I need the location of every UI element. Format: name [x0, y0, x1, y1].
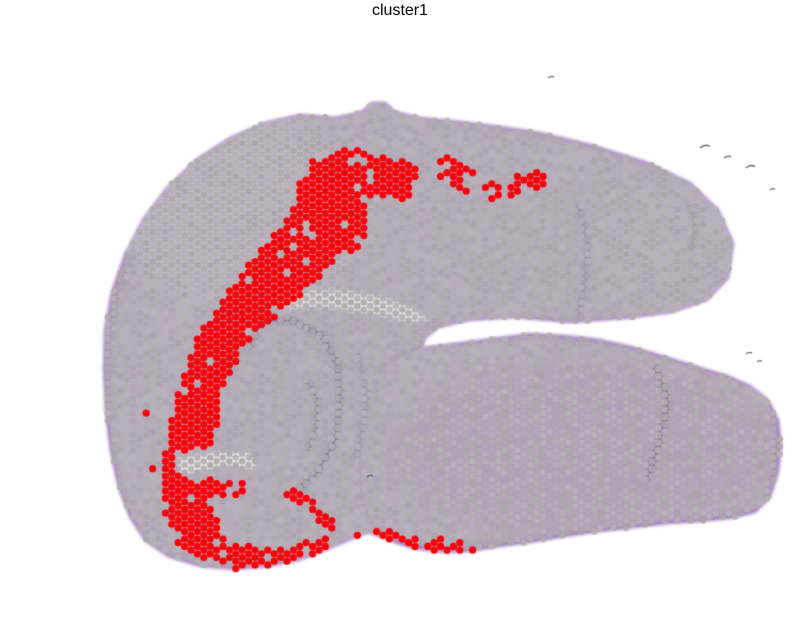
- plot-title: cluster1: [371, 2, 429, 19]
